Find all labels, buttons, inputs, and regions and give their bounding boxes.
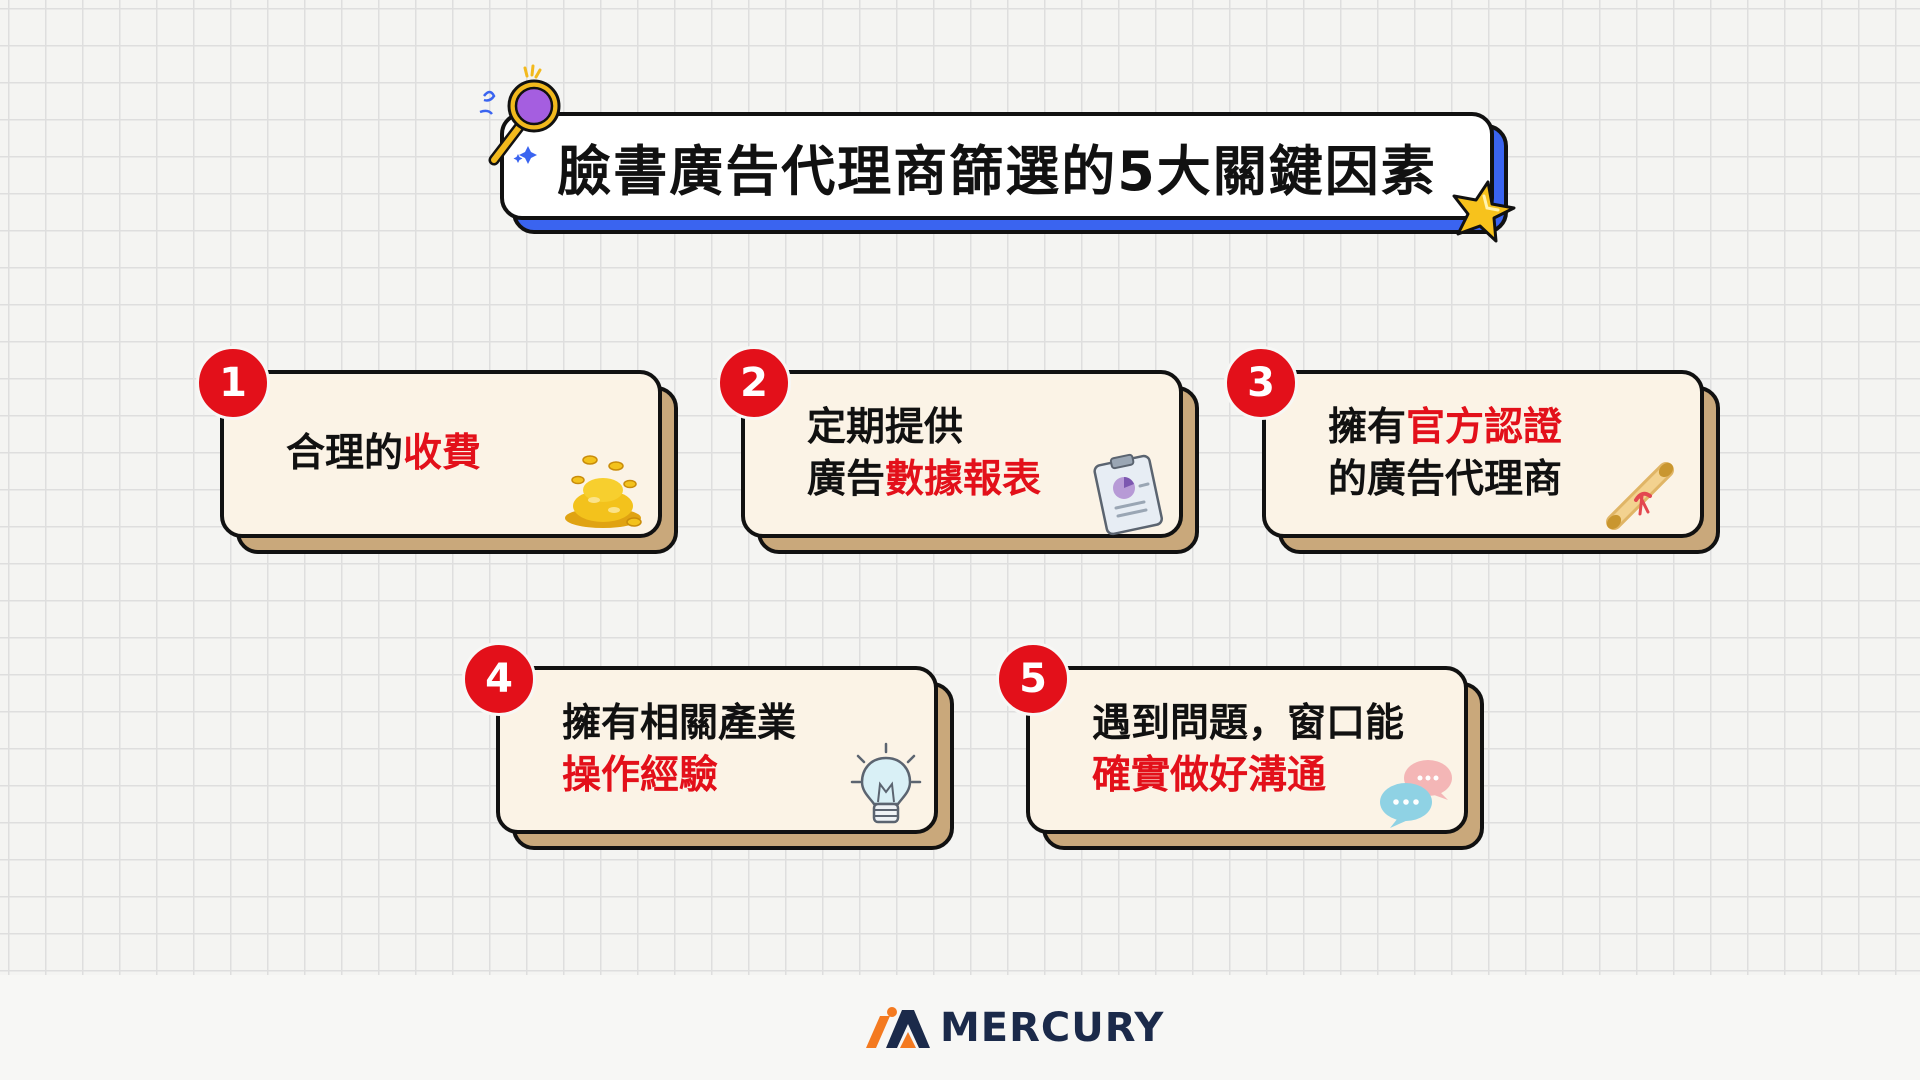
title-banner: 臉書廣告代理商篩選的5大關鍵因素 (500, 112, 1494, 220)
card-2-line-2-text: 廣告 (807, 457, 886, 502)
mercury-logo-mark-icon (866, 1007, 930, 1048)
card-5-number-badge: 5 (996, 642, 1070, 716)
card-2-line-2-highlight: 數據報表 (885, 457, 1042, 502)
card-3-line-2: 的廣告代理商 (1328, 454, 1700, 506)
clipboard-chart-icon (1093, 453, 1164, 536)
card-2-line-1: 定期提供 (807, 402, 1179, 454)
chat-bubbles-icon (1380, 760, 1452, 828)
card-4-line-1-text: 擁有相關產業 (562, 701, 797, 746)
card-3-line-1: 擁有官方認證 (1328, 402, 1700, 454)
card-4-line-2-highlight: 操作經驗 (562, 753, 719, 798)
card-1-line-1: 合理的收費 (286, 428, 658, 480)
card-4-line-1: 擁有相關產業 (562, 698, 934, 750)
card-4-number-badge: 4 (462, 642, 536, 716)
brand-name: MERCURY (940, 1005, 1165, 1051)
card-3-line-1-highlight: 官方認證 (1406, 405, 1563, 450)
card-5: 遇到問題，窗口能 確實做好溝通 (1026, 666, 1468, 834)
card-5-line-1-text: 遇到問題，窗口能 (1092, 701, 1405, 746)
card-5-line-2-highlight: 確實做好溝通 (1092, 753, 1327, 798)
card-5-line-1: 遇到問題，窗口能 (1092, 698, 1464, 750)
card-3-number-badge: 3 (1224, 346, 1298, 420)
card-2: 定期提供 廣告數據報表 (741, 370, 1183, 538)
card-2-line-1-text: 定期提供 (807, 405, 964, 450)
footer-band (0, 975, 1920, 1080)
star-icon (1452, 180, 1516, 243)
lightbulb-icon (850, 742, 922, 824)
card-1-number-badge: 1 (196, 346, 270, 420)
mercury-logo: MERCURY (864, 1003, 1164, 1053)
card-3-line-2-text: 的廣告代理商 (1328, 457, 1563, 502)
card-2-number-badge: 2 (717, 346, 791, 420)
card-5-line-2: 確實做好溝通 (1092, 750, 1464, 802)
page-title: 臉書廣告代理商篩選的5大關鍵因素 (557, 139, 1437, 203)
card-4: 擁有相關產業 操作經驗 (496, 666, 938, 834)
card-1-line-1-highlight: 收費 (403, 431, 482, 476)
card-1-line-1-text: 合理的 (286, 431, 404, 476)
card-2-line-2: 廣告數據報表 (807, 454, 1179, 506)
card-3-line-1-text: 擁有 (1328, 405, 1407, 450)
card-4-line-2: 操作經驗 (562, 750, 934, 802)
diploma-scroll-icon (1606, 462, 1674, 530)
magnifier-icon (479, 64, 561, 166)
gold-coins-icon (565, 455, 642, 528)
